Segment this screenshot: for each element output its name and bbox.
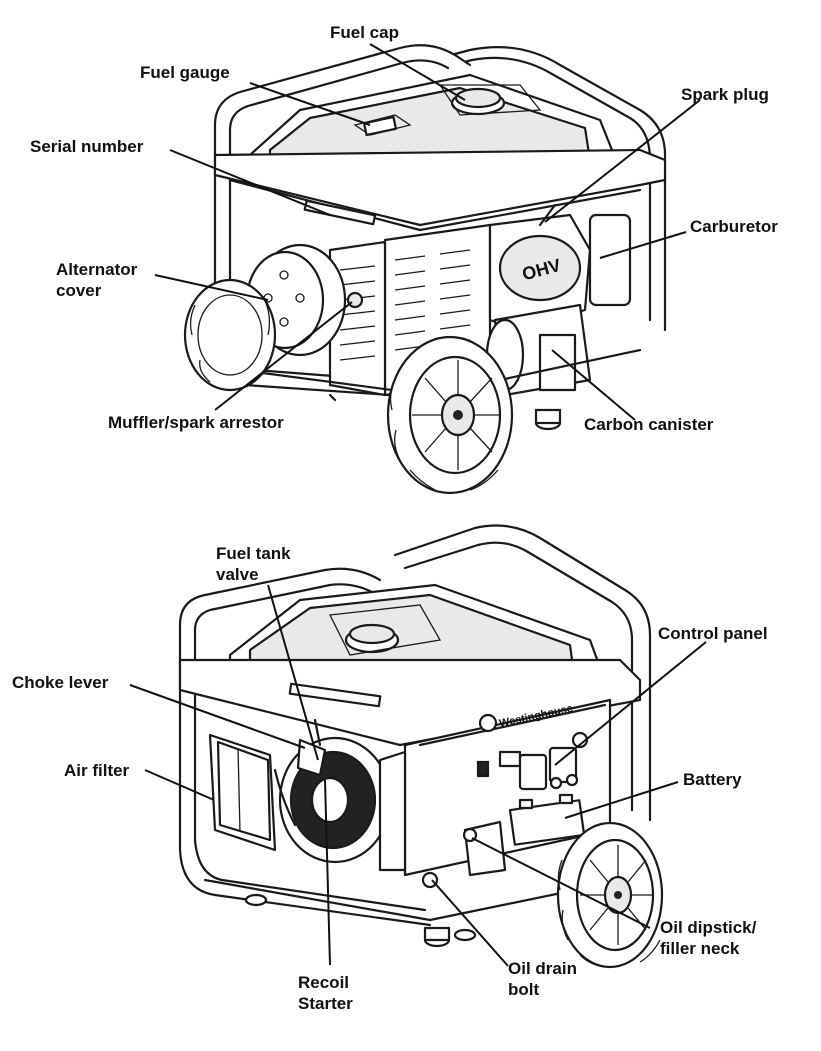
top-leader-lines — [154, 43, 701, 421]
label-fuel-gauge: Fuel gauge — [140, 63, 230, 82]
label-serial-number: Serial number — [30, 137, 144, 156]
label-alternator-cover: Alternator cover — [56, 260, 138, 300]
label-control-panel: Control panel — [658, 624, 768, 643]
label-battery: Battery — [683, 770, 742, 789]
label-muffler-spark-arrestor: Muffler/spark arrestor — [108, 413, 284, 432]
label-oil-drain-bolt: Oil drain bolt — [508, 959, 577, 999]
engine-vents — [394, 249, 471, 351]
label-oil-dipstick-filler-neck: Oil dipstick/ filler neck — [660, 918, 757, 958]
label-recoil-starter: Recoil Starter — [298, 973, 353, 1013]
top-generator-illustration: OHV — [183, 44, 667, 495]
label-air-filter: Air filter — [64, 761, 130, 780]
bottom-generator-illustration: Westinghouse — [178, 524, 664, 969]
bottom-leader-lines — [129, 584, 707, 967]
label-fuel-tank-valve: Fuel tank valve — [216, 544, 291, 584]
label-choke-lever: Choke lever — [12, 673, 109, 692]
label-fuel-cap: Fuel cap — [330, 23, 399, 42]
label-carbon-canister: Carbon canister — [584, 415, 714, 434]
label-carburetor: Carburetor — [690, 217, 778, 236]
label-spark-plug: Spark plug — [681, 85, 769, 104]
